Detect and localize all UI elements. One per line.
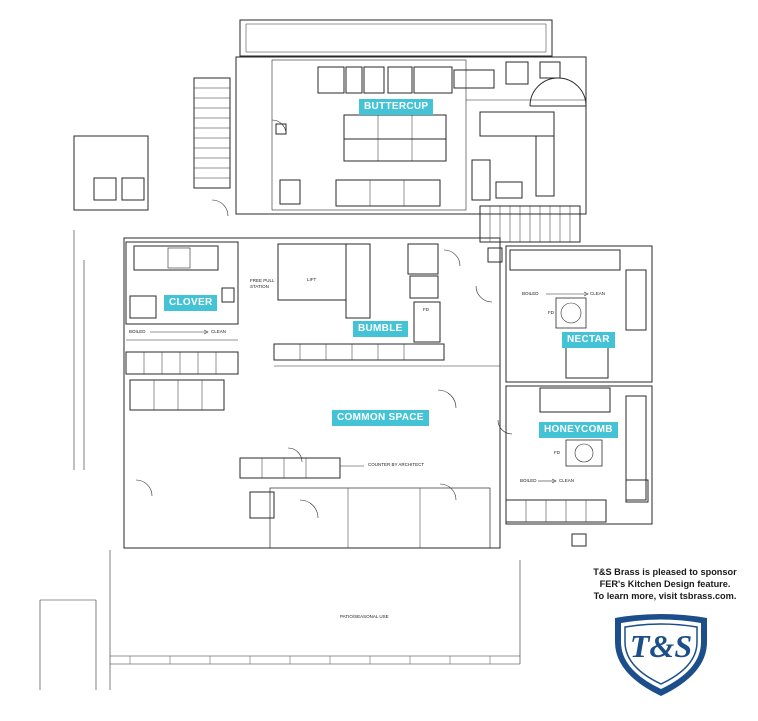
free-pull-station-label-1: FREE PULL [250,278,275,283]
sponsor-line-3: To learn more, visit tsbrass.com. [593,591,737,601]
boiled-label-nectar: BOILED [522,291,539,296]
common-counter [239,457,341,479]
honeycomb-room [505,385,653,525]
ts-logo-text: T&S [629,628,693,664]
clean-label-nectar: CLEAN [590,291,606,296]
zone-label-clover: CLOVER [164,295,218,311]
lift [277,243,347,301]
buttercup-room [235,56,587,215]
zone-label-nectar: NECTAR [562,332,615,348]
sponsor-text: T&S Brass is pleased to sponsor FER's Ki… [575,566,755,602]
left-stairs [193,77,231,189]
zone-label-common-space: COMMON SPACE [332,410,429,426]
fd-label-honeycomb: FD [554,450,560,455]
sponsor-line-2: FER's Kitchen Design feature. [599,579,731,589]
bumble-counter [273,343,445,361]
fd-label-bumble: FD [423,307,429,312]
lift-label: LIFT [307,277,317,282]
counter-by-architect-label: COUNTER BY ARCHITECT [368,462,425,467]
boiled-label-honeycomb: BOILED [520,478,537,483]
patio-label: PATIO/SEASONAL USE [340,614,389,619]
clean-label-clover: CLEAN [211,329,227,334]
zone-label-bumble: BUMBLE [353,321,408,337]
boiled-label-clover: BOILED [129,329,146,334]
ts-brass-logo [615,614,707,696]
sponsor-line-1: T&S Brass is pleased to sponsor [593,567,737,577]
nectar-room [505,245,653,383]
clover-room [125,241,239,325]
zone-label-honeycomb: HONEYCOMB [539,422,618,438]
main-building [123,237,501,549]
zone-label-buttercup: BUTTERCUP [359,99,434,115]
fd-label-nectar: FD [548,310,554,315]
free-pull-station-label-2: STATION [250,284,269,289]
top-deck [239,19,553,57]
clean-label-honeycomb: CLEAN [559,478,575,483]
